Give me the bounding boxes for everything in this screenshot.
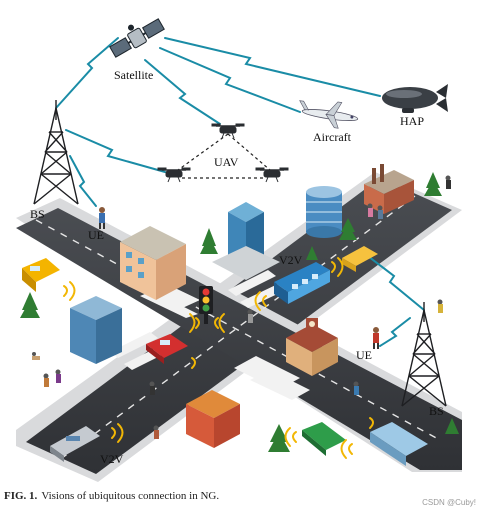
- shop-building: [186, 390, 240, 448]
- green-car-vehicle: [302, 422, 346, 456]
- v2v-bottom-label: V2V: [100, 452, 124, 466]
- townhall-building: [286, 318, 338, 376]
- trees: [20, 172, 459, 452]
- aircraft-label: Aircraft: [313, 130, 351, 144]
- figure-number: FIG. 1.: [4, 490, 38, 502]
- bs-right-label: BS: [429, 404, 444, 418]
- v2v-top-label: V2V: [279, 253, 303, 267]
- grey-car-vehicle: [50, 426, 100, 462]
- figure-caption-text: Visions of ubiquitous connection in NG.: [41, 490, 220, 502]
- apartment-building: [120, 226, 186, 300]
- watermark: CSDN @Cuby!: [422, 498, 476, 507]
- hap-blimp-icon: [382, 84, 448, 113]
- satellite-icon: [109, 18, 165, 58]
- satellite-uav-link: [144, 59, 221, 125]
- yellow-van-vehicle: [22, 258, 60, 292]
- office-block-building: [70, 296, 122, 364]
- bs-ue-link: [69, 155, 97, 207]
- buildings: [70, 164, 414, 448]
- ue-left-label: UE: [88, 228, 104, 242]
- figure-caption: FIG. 1.Visions of ubiquitous connection …: [4, 490, 219, 502]
- uav-label: UAV: [214, 155, 239, 169]
- pedestrians: [32, 175, 451, 439]
- traffic-light-icon: [199, 286, 213, 324]
- blue-van-vehicle: [370, 422, 428, 466]
- air-links: [55, 37, 425, 347]
- vehicles: [22, 246, 428, 466]
- uav-swarm-links: [177, 133, 271, 179]
- bs-ue-right-link: [379, 317, 411, 347]
- bs-tower-right-icon: [401, 302, 447, 407]
- yellow-taxi-vehicle: [342, 246, 378, 272]
- bs-left-label: BS: [30, 207, 45, 221]
- bus-vehicle: [274, 262, 330, 304]
- ue-person-left: [99, 207, 105, 229]
- skyscraper-building: [212, 202, 280, 280]
- bs-right-link: [359, 249, 425, 311]
- satellite-bs-link: [55, 37, 119, 109]
- ue-right-label: UE: [356, 348, 372, 362]
- bs-tower-left-icon: [33, 100, 79, 205]
- satellite-aircraft-link: [159, 47, 301, 113]
- aircraft-icon: [299, 100, 359, 129]
- uav-drone-icons: [157, 123, 289, 183]
- signal-arcs: [63, 257, 374, 459]
- hap-label: HAP: [400, 114, 425, 128]
- round-office-building: [306, 186, 342, 238]
- bs-uav-link: [65, 129, 166, 173]
- satellite-hap-link: [164, 37, 381, 97]
- red-car-vehicle: [146, 334, 188, 364]
- ue-person-right: [373, 327, 379, 349]
- satellite-label: Satellite: [114, 68, 154, 82]
